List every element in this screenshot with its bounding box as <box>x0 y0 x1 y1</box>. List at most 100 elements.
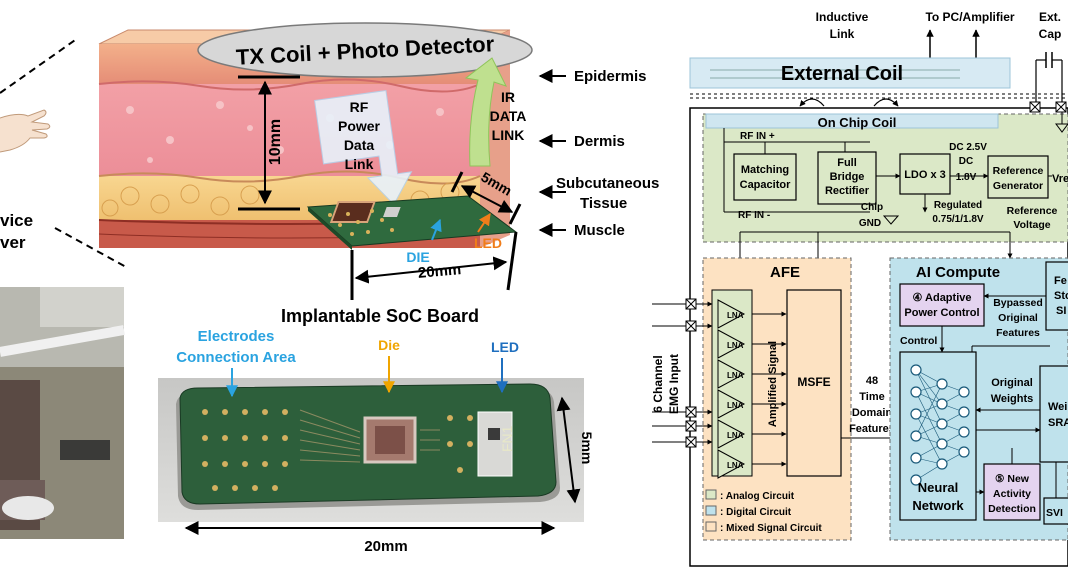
lna-label-6: LNA <box>727 461 744 470</box>
ldo-label: LDO x 3 <box>904 169 946 181</box>
rf-in-minus-label: RF IN - <box>738 210 770 221</box>
user-photo <box>0 287 125 539</box>
dermis-label: Dermis <box>574 133 625 150</box>
led-label: LED <box>474 235 502 251</box>
afe-title: AFE <box>770 264 800 281</box>
ext-cap-label-1: Ext. <box>1039 10 1061 24</box>
chip-gnd-label-2: GND <box>859 218 881 229</box>
callout-line-top <box>0 37 79 94</box>
reference-generator-label-1: Reference <box>993 165 1044 177</box>
ir-label-3: LINK <box>492 127 525 143</box>
epidermis-label: Epidermis <box>574 68 647 85</box>
svg-text:FN1: FN1 <box>499 425 515 452</box>
device-label-line2: ver <box>0 233 26 252</box>
subcutaneous-label-2: Tissue <box>580 195 627 212</box>
adaptive-power-block <box>899 283 985 327</box>
adaptive-power-label-2: Power Control <box>904 307 979 319</box>
rf-in-plus-label: RF IN + <box>740 131 775 142</box>
photo-length-label: 20mm <box>364 538 407 555</box>
ldo-block <box>899 153 951 195</box>
legend-digital: : Digital Circuit <box>720 507 792 518</box>
depth-label: 10mm <box>267 119 284 165</box>
ir-label-1: IR <box>501 89 515 105</box>
inductive-link-label-2: Link <box>830 27 855 41</box>
new-activity-label-3: Detection <box>988 503 1036 515</box>
bypassed-label-1: Bypassed <box>993 297 1043 309</box>
layer-labels: Epidermis Dermis Subcutaneous Tissue Mus… <box>538 68 659 239</box>
rectifier-label-3: Rectifier <box>825 185 870 197</box>
amplified-signal-label: Amplified Signal <box>767 341 779 427</box>
subcutaneous-label-1: Subcutaneous <box>556 175 659 192</box>
photo-die-label: Die <box>378 337 400 353</box>
rf-label-1: RF <box>350 99 369 115</box>
callout-line-bottom <box>54 227 129 269</box>
emg-input-label-1: 6 Channel <box>651 355 665 412</box>
original-weights-label-2: Weights <box>991 393 1034 405</box>
matching-capacitor-label-2: Capacitor <box>740 179 791 191</box>
reference-generator-block <box>987 155 1049 199</box>
hand-sketch <box>0 109 51 153</box>
on-chip-coil <box>705 113 999 129</box>
dcdc-label-2: DC <box>959 156 973 167</box>
inductive-link-label-1: Inductive <box>816 10 869 24</box>
lna-label-1: LNA <box>727 311 744 320</box>
rectifier-label-2: Bridge <box>830 171 865 183</box>
device-label-line1: vice <box>0 211 33 230</box>
legend: : Analog Circuit : Digital Circuit : Mix… <box>705 489 822 534</box>
legend-mixed: : Mixed Signal Circuit <box>720 523 822 534</box>
features-label-4: Features <box>849 423 895 435</box>
width-label: 20mm <box>417 261 462 282</box>
dermis-layer <box>99 84 480 176</box>
adaptive-power-label-1: ④ Adaptive <box>913 292 972 304</box>
to-pc-label: To PC/Amplifier <box>925 10 1014 24</box>
features-label-2: Time <box>859 391 884 403</box>
regulated-label-2: 0.75/1/1.8V <box>932 214 983 225</box>
ir-label-2: DATA <box>490 108 527 124</box>
lna-label-3: LNA <box>727 371 744 380</box>
dcdc-label-3: 1.8V <box>956 172 977 183</box>
rf-power-data-link: RF Power Data Link <box>314 89 413 206</box>
original-weights-label-1: Original <box>991 377 1033 389</box>
photo-thickness-dimension <box>556 396 581 504</box>
lna-label-2: LNA <box>727 341 744 350</box>
block-diagram: Inductive Link To PC/Amplifier Ext. Cap … <box>651 10 1068 567</box>
rf-label-3: Data <box>344 137 375 153</box>
ext-cap-label-2: Cap <box>1039 27 1062 41</box>
matching-capacitor-label-1: Matching <box>741 164 789 176</box>
die-label: DIE <box>406 249 429 265</box>
rf-label-4: Link <box>345 156 374 172</box>
dcdc-label-1: DC 2.5V <box>949 142 987 153</box>
lna-label-5: LNA <box>727 431 744 440</box>
tx-coil <box>197 22 533 78</box>
msfe-label: MSFE <box>797 375 830 389</box>
rf-label-2: Power <box>338 118 381 134</box>
reference-voltage-label-1: Reference <box>1007 205 1058 217</box>
photo-led-label: LED <box>491 339 519 355</box>
svm-label: SVI <box>1046 507 1063 519</box>
msfe-block <box>786 289 842 477</box>
feature-store-label-3: SI <box>1056 305 1066 317</box>
on-chip-coil-label: On Chip Coil <box>818 115 897 130</box>
electrodes-label-2: Connection Area <box>176 349 296 366</box>
ir-data-link: IR DATA LINK <box>464 57 527 167</box>
feature-store-label-1: Fe <box>1054 275 1067 287</box>
control-label: Control <box>900 335 937 347</box>
rectifier-block <box>817 151 877 205</box>
width-dimension <box>354 256 508 284</box>
regulated-label-1: Regulated <box>934 200 982 211</box>
features-label-1: 48 <box>866 375 878 387</box>
features-label-3: Domain <box>852 407 893 419</box>
new-activity-block <box>983 463 1041 521</box>
neural-network-label-2: Network <box>912 498 964 513</box>
left-panel: vice ver <box>0 37 129 539</box>
legend-swatch-digital <box>705 505 717 516</box>
weights-sram-block <box>1039 365 1068 463</box>
legend-analog: : Analog Circuit <box>720 491 795 502</box>
reference-voltage-label-2: Voltage <box>1013 219 1050 231</box>
emg-input-label-2: EMG Input <box>667 354 681 414</box>
electrodes-label-1: Electrodes <box>198 328 275 345</box>
vref-label: Vre <box>1052 173 1068 185</box>
external-coil-label: External Coil <box>781 63 903 85</box>
bypassed-label-2: Original <box>998 312 1038 324</box>
